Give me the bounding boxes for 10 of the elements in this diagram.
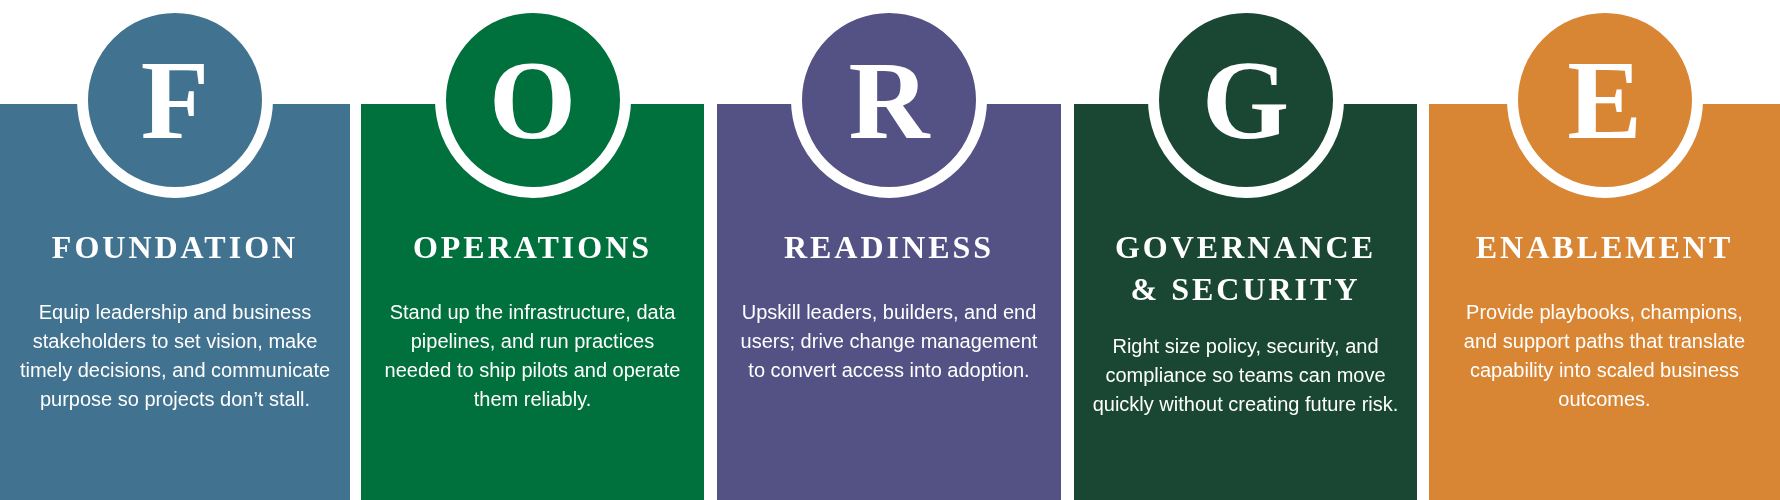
- column-description: Stand up the infrastructure, data pipelines, and run practices needed to ship pilots and operate them reliably.: [383, 300, 682, 412]
- column-heading: GOVERNANCE & SECURITY: [1114, 228, 1377, 309]
- column-heading: OPERATIONS: [411, 228, 654, 267]
- column-heading: READINESS: [782, 228, 996, 267]
- column-description: Equip leadership and business stakeholders to set vision, make timely decisions, and communicate purpose so projects don’t stall.: [18, 300, 332, 412]
- column-description: Right size policy, security, and compliance so teams can move quickly without creating future risk.: [1092, 334, 1399, 417]
- column-heading: ENABLEMENT: [1474, 228, 1735, 267]
- column-description: Upskill leaders, builders, and end users; drive change management to convert access into adoption.: [739, 300, 1039, 383]
- column-description: Provide playbooks, champions, and support paths that translate capability into scaled business outcomes.: [1462, 300, 1747, 412]
- column-heading: FOUNDATION: [50, 228, 300, 267]
